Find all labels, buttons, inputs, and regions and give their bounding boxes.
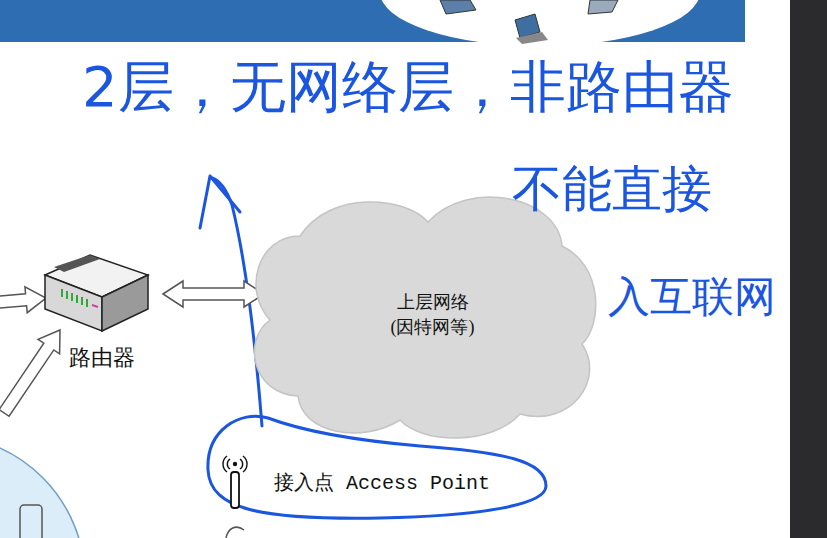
handwritten-note: 不能直接 <box>512 162 712 217</box>
handwritten-note: 2层，无网络层，非路由器 <box>82 56 734 118</box>
hollow-arrow <box>0 285 47 320</box>
side-panel <box>790 0 827 538</box>
hollow-arrow <box>0 323 71 420</box>
double-arrow <box>163 281 264 307</box>
laptop-icons <box>440 0 618 44</box>
router-node: 路由器 <box>40 245 163 377</box>
access-point-label: 接入点 Access Point <box>274 470 490 497</box>
node-label: 路由器 <box>40 343 163 373</box>
device-icon <box>20 505 42 538</box>
wireless-area <box>0 435 85 538</box>
antenna-icon <box>222 452 252 514</box>
network-cloud: 上层网络 (因特网等) <box>240 178 605 443</box>
device-icon <box>226 527 244 538</box>
cloud-label: 上层网络 (因特网等) <box>377 290 489 339</box>
handwritten-note: 入互联网 <box>608 274 776 320</box>
router-icon <box>40 245 155 340</box>
access-point: 接入点 Access Point <box>222 452 502 514</box>
header-ellipse <box>380 0 700 46</box>
